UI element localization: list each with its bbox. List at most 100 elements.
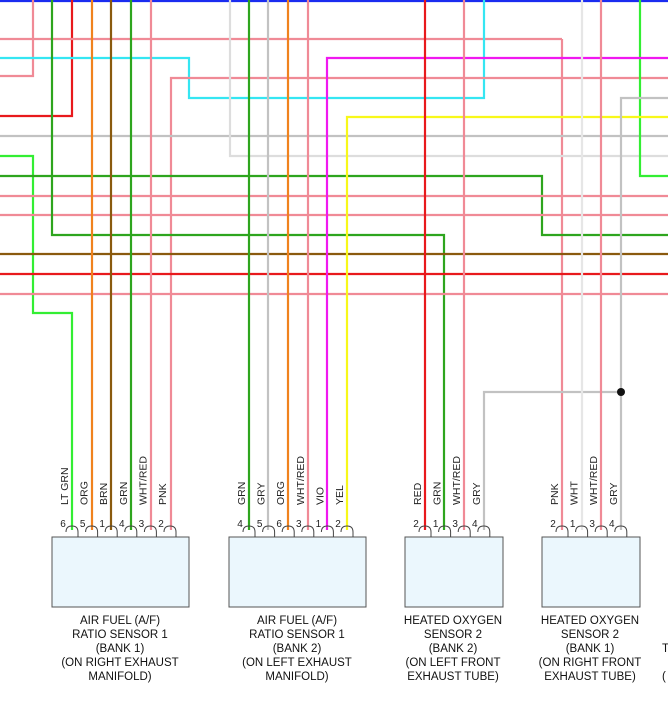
wire-color-label: PNK bbox=[549, 483, 561, 505]
pin-number: 1 bbox=[316, 519, 322, 530]
sensor-caption-line: MANIFOLD) bbox=[88, 671, 151, 683]
wire-color-label: WHT bbox=[569, 481, 581, 505]
sensor-box bbox=[51, 536, 190, 608]
pin-number: 4 bbox=[609, 519, 615, 530]
pin-number: 1 bbox=[433, 519, 439, 530]
sensor-box bbox=[228, 536, 367, 608]
wire-color-label: WHT/RED bbox=[295, 456, 307, 505]
wire-color-label: PNK bbox=[157, 483, 169, 505]
white-wire bbox=[228, 0, 668, 158]
sensor-caption-line: AIR FUEL (A/F) bbox=[80, 615, 160, 627]
splice-dot bbox=[617, 388, 625, 396]
connector-terminal bbox=[575, 525, 589, 537]
ltgrn-wire bbox=[0, 154, 74, 530]
vio-wire-af2 bbox=[325, 56, 668, 530]
sensor-caption-line: EXHAUST TUBE) bbox=[544, 671, 636, 683]
pin-number: 3 bbox=[296, 519, 302, 530]
wire-color-label: VIO bbox=[314, 487, 326, 505]
wire-color-label: BRN bbox=[98, 483, 110, 505]
pin-number: 2 bbox=[335, 519, 341, 530]
pink-wire-left bbox=[0, 0, 35, 78]
partial-caption-1: T bbox=[662, 643, 668, 655]
sensor-caption-line: (ON LEFT EXHAUST bbox=[242, 657, 352, 669]
connector-terminal bbox=[242, 525, 256, 537]
sensor-box bbox=[541, 536, 641, 608]
wire-color-label: GRN bbox=[236, 482, 248, 505]
yel-wire-af2 bbox=[345, 115, 668, 530]
connector-terminal bbox=[438, 525, 452, 537]
connector-terminal bbox=[555, 525, 569, 537]
pin-number: 5 bbox=[257, 519, 263, 530]
sensor-caption-line: (ON RIGHT FRONT bbox=[539, 657, 642, 669]
connector-terminal bbox=[124, 525, 138, 537]
wire-color-label: RED bbox=[412, 482, 424, 505]
connector-terminal bbox=[143, 525, 157, 537]
sensor-caption-line: (ON RIGHT EXHAUST bbox=[61, 657, 178, 669]
connector-terminal bbox=[85, 525, 99, 537]
gray-wire-ho2s2 bbox=[482, 390, 621, 530]
sensor-caption-line: HEATED OXYGEN bbox=[404, 615, 502, 627]
sensor-caption-line: SENSOR 2 bbox=[424, 629, 482, 641]
sensor-caption-line: RATIO SENSOR 1 bbox=[249, 629, 345, 641]
connector-terminal bbox=[104, 525, 118, 537]
pin-number: 4 bbox=[119, 519, 125, 530]
connector-terminal bbox=[301, 525, 315, 537]
pin-number: 2 bbox=[158, 519, 164, 530]
sensor-caption-line: (BANK 2) bbox=[273, 643, 322, 655]
pin-number: 1 bbox=[570, 519, 576, 530]
sensor-caption-line: (ON LEFT FRONT bbox=[406, 657, 501, 669]
wire-color-label: GRY bbox=[471, 482, 483, 505]
sensor-box bbox=[404, 536, 504, 608]
connector-terminal bbox=[320, 525, 334, 537]
gray-wire-ho2s1 bbox=[619, 96, 668, 530]
partial-caption-2: ( bbox=[662, 671, 666, 683]
pin-number: 6 bbox=[276, 519, 282, 530]
ltgrn-wire-right bbox=[638, 0, 668, 178]
pin-number: 3 bbox=[452, 519, 458, 530]
connector-terminal bbox=[614, 525, 628, 537]
sensor-caption-line: EXHAUST TUBE) bbox=[407, 671, 499, 683]
wire-color-label: YEL bbox=[334, 485, 346, 505]
sensor-caption-line: MANIFOLD) bbox=[265, 671, 328, 683]
sensor-caption-line: HEATED OXYGEN bbox=[541, 615, 639, 627]
wire-color-label: GRY bbox=[608, 482, 620, 505]
sensor-ho2s-bank1: 2 PNK 1 WHT 3 WHT/RED 4 GRY HEATED OXYGEN SENSOR … bbox=[539, 456, 642, 683]
connector-terminal bbox=[418, 525, 432, 537]
wire-color-label: GRN bbox=[432, 482, 444, 505]
connector-terminal bbox=[340, 525, 354, 537]
cyan-wire bbox=[0, 0, 486, 100]
sensor-caption-line: AIR FUEL (A/F) bbox=[257, 615, 337, 627]
pin-number: 5 bbox=[80, 519, 86, 530]
sensor-caption-line: RATIO SENSOR 1 bbox=[72, 629, 168, 641]
pin-number: 2 bbox=[550, 519, 556, 530]
pin-number: 3 bbox=[139, 519, 145, 530]
pin-number: 3 bbox=[589, 519, 595, 530]
pin-number: 6 bbox=[60, 519, 66, 530]
wire-layer bbox=[0, 0, 668, 530]
pin-number: 1 bbox=[99, 519, 105, 530]
sensor-layer: 6 LT GRN 5 ORG 1 BRN 4 GRN 3 WHT/RED 2 PNK AIR FUEL … bbox=[51, 456, 642, 683]
sensor-caption-line: (BANK 2) bbox=[429, 643, 478, 655]
wire-color-label: WHT/RED bbox=[451, 456, 463, 505]
pin-number: 4 bbox=[237, 519, 243, 530]
pink-wire-af1 bbox=[169, 76, 668, 530]
sensor-ho2s-bank2: 2 RED 1 GRN 3 WHT/RED 4 GRY HEATED OXYGEN SENSOR … bbox=[404, 456, 504, 683]
connector-terminal bbox=[594, 525, 608, 537]
connector-terminal bbox=[163, 525, 177, 537]
pin-number: 4 bbox=[472, 519, 478, 530]
wire-color-label: GRN bbox=[118, 482, 130, 505]
connector-terminal bbox=[457, 525, 471, 537]
connector-terminal bbox=[262, 525, 276, 537]
wire-color-label: ORG bbox=[79, 481, 91, 505]
wire-color-label: LT GRN bbox=[59, 467, 71, 505]
connector-terminal bbox=[65, 525, 79, 537]
wire-color-label: WHT/RED bbox=[588, 456, 600, 505]
sensor-caption-line: (BANK 1) bbox=[566, 643, 615, 655]
pin-number: 2 bbox=[413, 519, 419, 530]
green-bus-1 bbox=[0, 174, 668, 237]
connector-terminal bbox=[477, 525, 491, 537]
sensor-caption-line: SENSOR 2 bbox=[561, 629, 619, 641]
